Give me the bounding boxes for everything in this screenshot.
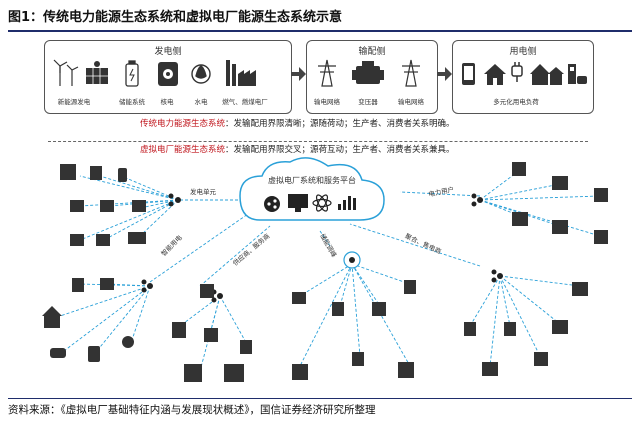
ev-charger-icon	[568, 64, 587, 84]
gen-item-caption: 水电	[194, 98, 208, 106]
tower-icon	[100, 200, 114, 212]
solar-icon	[70, 200, 84, 212]
bar-chart-icon	[338, 196, 356, 210]
ev-station-icon	[88, 346, 100, 362]
city-icon	[372, 302, 386, 316]
phone-icon	[462, 63, 475, 85]
charger-icon	[96, 234, 110, 246]
car-icon	[72, 278, 84, 292]
bulb-icon	[122, 336, 134, 348]
wind-turbine-icon	[53, 59, 79, 86]
link-label-generation-unit: 发电单元	[190, 188, 216, 196]
mall-icon	[594, 230, 608, 244]
plug2-icon	[504, 322, 516, 336]
battery-icon	[125, 60, 139, 87]
vpp-network-diagram	[42, 157, 608, 382]
plant-icon	[534, 352, 548, 366]
use-item-caption: 多元化用电负荷	[493, 98, 539, 106]
traditional-description-body: ：发输配用界限清晰；源随荷动；生产者、消费者关系明确。	[225, 119, 455, 129]
contract-icon	[184, 364, 202, 382]
home-solar-icon	[100, 278, 114, 290]
tower2-icon	[512, 162, 526, 176]
plug-icon	[511, 62, 523, 82]
transmission-tower-icon	[318, 59, 420, 87]
tablet-icon	[172, 322, 186, 338]
ev-car-icon	[50, 348, 66, 358]
storage-hub-icon	[343, 251, 361, 269]
title-rule	[8, 30, 632, 32]
home-icon	[42, 306, 62, 316]
solar-panel-icon	[86, 61, 108, 84]
solar-farm-icon	[128, 232, 146, 244]
bar-icon	[204, 328, 218, 342]
building2-icon	[572, 282, 588, 296]
house-icon	[484, 64, 506, 85]
tools-icon	[200, 284, 214, 298]
charger2-icon	[594, 188, 608, 202]
hub-node-icon	[141, 193, 503, 303]
wind-icon	[90, 166, 102, 180]
trans-item-caption: 变压器	[358, 98, 378, 106]
factory-icon	[60, 164, 76, 180]
virtual-description-body: ：发输配用界限交叉；源荷互动；生产者、消费者关系兼具。	[225, 145, 455, 155]
gen-item-caption: 储能系统	[119, 98, 145, 106]
generation-label: 发电侧	[154, 47, 182, 57]
fuel-icon	[464, 322, 476, 336]
handshake-icon	[224, 364, 244, 382]
panel-icon	[132, 200, 146, 212]
atom-icon	[312, 194, 332, 212]
virtual-description: 虚拟电厂能源生态系统：发输配用界限交叉；源荷互动；生产者、消费者关系兼具。	[140, 143, 455, 155]
cloud-icon	[239, 157, 385, 221]
gen-item-caption: 核电	[160, 98, 174, 106]
gen-item-caption: 新能源发电	[57, 98, 91, 106]
factory2-icon	[398, 362, 414, 378]
store-icon	[552, 220, 568, 234]
nuclear-plant-icon	[158, 62, 178, 86]
turbine2-icon	[352, 352, 364, 366]
battery-small-icon	[118, 168, 127, 182]
share-icon	[264, 196, 280, 212]
arrow-gen-to-trans-icon	[291, 67, 306, 81]
virtual-description-prefix: 虚拟电厂能源生态系统	[140, 145, 226, 155]
gen-item-caption: 燃气、燃煤电厂	[222, 98, 268, 106]
monitor-icon	[288, 194, 308, 212]
transformer-icon	[352, 61, 384, 84]
device-icons	[42, 162, 608, 382]
figure-title: 图1：传统电力能源生态系统和虚拟电厂能源生态系统示意	[8, 10, 343, 25]
platform-label: 虚拟电厂系统和服务平台	[268, 176, 356, 185]
house2-icon	[552, 320, 568, 334]
section-divider	[48, 141, 588, 142]
person-icon	[240, 340, 252, 354]
solar-panel2-icon	[292, 292, 306, 304]
traditional-description-prefix: 传统电力能源生态系统	[140, 119, 226, 129]
consumption-label: 用电侧	[509, 47, 537, 57]
turbine-icon	[70, 234, 84, 246]
station-icon	[332, 302, 344, 316]
buildings-icon	[530, 64, 564, 85]
traditional-description: 传统电力能源生态系统：发输配用界限清晰；源随荷动；生产者、消费者关系明确。	[140, 117, 455, 129]
apartment-icon	[512, 212, 528, 226]
transmission-label: 输配侧	[358, 47, 386, 57]
traditional-icons	[53, 59, 587, 87]
trans-item-caption: 输电网络	[314, 98, 340, 106]
footer-rule	[8, 398, 632, 399]
factory3-icon	[482, 362, 498, 376]
thermal-plant-icon	[226, 60, 256, 86]
trans-item-caption: 输电网络	[398, 98, 424, 106]
battery2-icon	[404, 280, 416, 294]
arrow-trans-to-use-icon	[437, 67, 452, 81]
building-icon	[292, 364, 308, 380]
source-note: 资料来源：《虚拟电厂基础特征内涵与发展现状概述》，国信证券经济研究所整理	[8, 404, 376, 416]
office-icon	[552, 176, 568, 190]
hydro-power-icon	[191, 64, 211, 84]
